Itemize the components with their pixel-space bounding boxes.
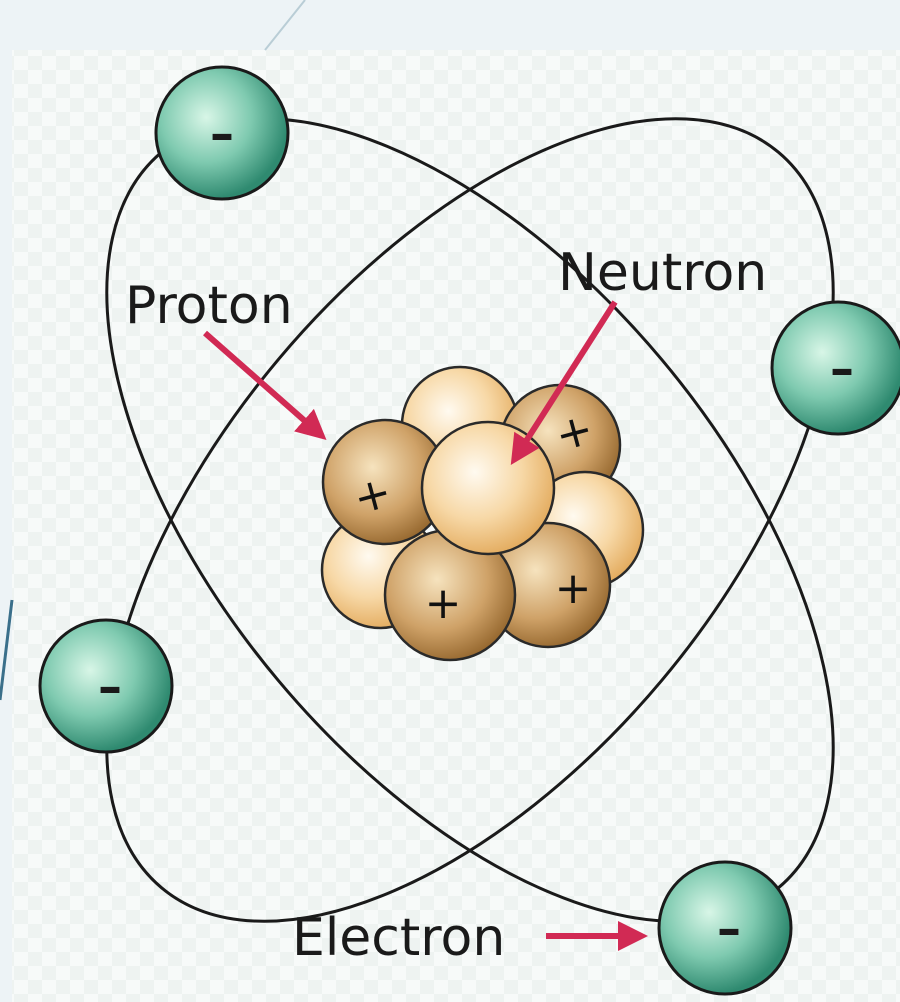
neutron-arrow — [510, 300, 618, 466]
neutron-label: Neutron — [558, 243, 767, 303]
electron-signs: – – – – — [98, 106, 854, 957]
electron-sign: – — [210, 106, 234, 162]
electron-particle — [770, 300, 900, 436]
electron-particle — [154, 65, 290, 201]
electron-particle — [38, 618, 174, 754]
decorative-line — [0, 599, 14, 701]
proton-sign: + — [425, 578, 462, 629]
electron-particle — [657, 860, 793, 996]
labels: Proton Neutron Electron — [125, 243, 767, 968]
nucleus — [320, 365, 645, 662]
proton-sign: + — [555, 563, 592, 614]
decorative-line — [264, 0, 306, 51]
electron-label: Electron — [292, 908, 505, 968]
proton-arrow — [203, 330, 327, 440]
electron-sign: – — [717, 901, 741, 957]
electron-sign: – — [98, 659, 122, 715]
proton-signs: + + + + — [348, 403, 599, 629]
electrons — [38, 65, 900, 996]
electron-sign: – — [830, 341, 854, 397]
neutron-particle — [420, 420, 556, 556]
proton-label: Proton — [125, 276, 293, 336]
